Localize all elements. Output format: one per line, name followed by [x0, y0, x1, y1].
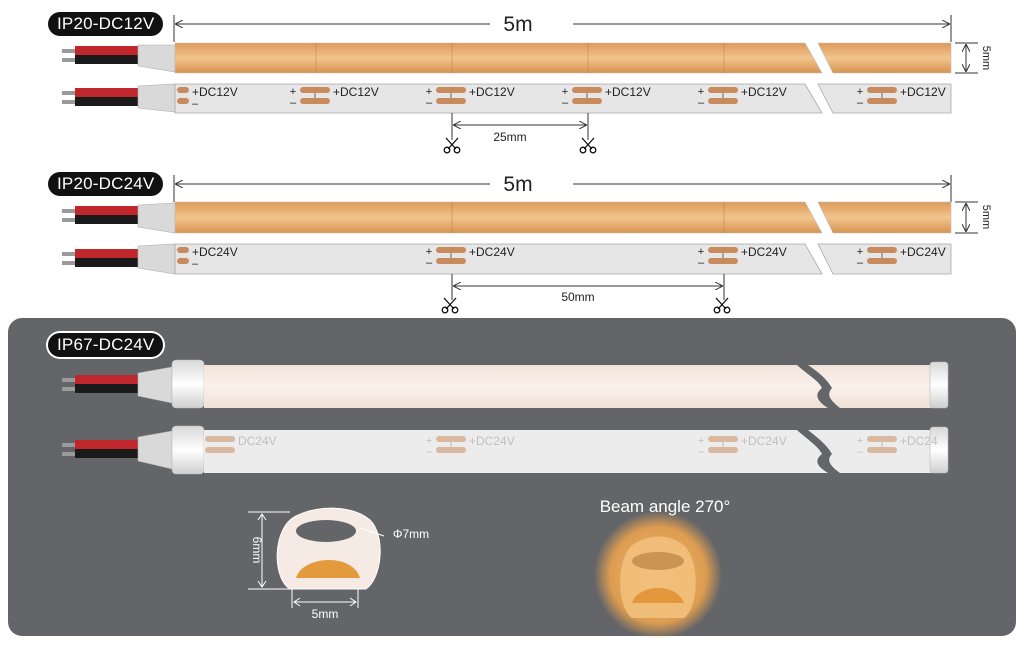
minus-sign: – — [290, 97, 297, 109]
plus-sign: + — [698, 246, 704, 258]
pad-voltage-label: +DC12V — [333, 85, 379, 99]
solder-pad: +DC12V– — [177, 85, 238, 110]
pad-voltage-label: +DC24V — [469, 245, 515, 259]
width-label: 5mm — [980, 46, 992, 70]
profile-diameter-label: Φ7mm — [393, 527, 429, 541]
plus-sign: + — [290, 86, 296, 98]
cob-led-strip-top — [174, 42, 952, 74]
width-label: 5mm — [980, 205, 992, 229]
pcb-back-strip — [174, 243, 952, 275]
model-badge-ip20-dc24v: IP20-DC24V — [48, 172, 164, 196]
pad-voltage-label: +DC12V — [900, 85, 946, 99]
end-cap — [171, 425, 205, 475]
profile-cross-section: 6mm Φ7mm 5mm — [248, 507, 429, 621]
width-dimension: 5mm — [955, 201, 992, 234]
solder-pads: +DC24V–+–+DC24V+–+DC24V+–+DC24V — [177, 245, 946, 270]
solder-pad: +– +DC24V — [426, 245, 515, 269]
end-cap — [171, 359, 205, 409]
wire-lead — [62, 44, 176, 73]
wire-lead — [62, 243, 176, 275]
minus-sign: – — [857, 257, 864, 269]
width-dimension: 5mm — [955, 42, 992, 74]
plus-sign: + — [857, 86, 863, 98]
section-ip20-dc12v: 5m 5mm — [62, 13, 992, 154]
solder-pad: +– +DC12V — [698, 85, 787, 109]
minus-sign: – — [698, 446, 705, 458]
pad-voltage-label: DC24V — [238, 434, 277, 448]
length-label: 5m — [503, 13, 532, 36]
solder-pad: +– +DC12V — [426, 85, 515, 109]
length-dimension: 5m — [173, 173, 952, 202]
pad-voltage-label: +DC24V — [741, 245, 787, 259]
plus-sign: + — [562, 86, 568, 98]
end-cap — [929, 426, 949, 474]
end-cap — [929, 361, 949, 409]
pad-voltage-label: +DC12V — [192, 85, 238, 99]
minus-sign: – — [698, 97, 705, 109]
cut-spacing-dimension: 25mm — [451, 113, 589, 144]
silicone-strip-top — [171, 359, 949, 409]
minus-sign: – — [192, 98, 199, 110]
wire-lead — [62, 430, 173, 470]
profile-height-label: 6mm — [250, 537, 264, 564]
pad-voltage-label: +DC24V — [192, 245, 238, 259]
solder-pad: +– +DC24 — [857, 434, 938, 458]
solder-pad: +– +DC24V — [698, 245, 787, 269]
pad-voltage-label: +DC12V — [469, 85, 515, 99]
cut-spacing-label: 25mm — [493, 130, 526, 144]
cut-spacing-dimension: 50mm — [451, 274, 725, 304]
cut-spacing-label: 50mm — [561, 290, 594, 304]
plus-sign: + — [426, 86, 432, 98]
minus-sign: – — [857, 446, 864, 458]
beam-angle-label: Beam angle 270° — [600, 497, 731, 516]
solder-pad: +DC24V– — [177, 245, 238, 270]
plus-sign: + — [857, 435, 863, 447]
minus-sign: – — [698, 257, 705, 269]
minus-sign: – — [426, 446, 433, 458]
model-badge-ip67-dc24v: IP67-DC24V — [48, 333, 164, 357]
solder-pad: +– +DC12V — [290, 85, 379, 109]
solder-pad: +– +DC24V — [698, 434, 787, 458]
length-dimension: 5m — [173, 13, 952, 42]
silicone-strip-back — [171, 425, 949, 475]
section-ip20-dc24v: 5m 5mm — [62, 173, 992, 314]
plus-sign: + — [426, 246, 432, 258]
minus-sign: – — [857, 97, 864, 109]
minus-sign: – — [192, 258, 199, 270]
scissors-icon — [713, 297, 731, 314]
minus-sign: – — [426, 97, 433, 109]
pad-voltage-label: +DC24V — [900, 245, 946, 259]
beam-angle-illustration: Beam angle 270° — [594, 497, 730, 639]
solder-pad: +– +DC24V — [857, 245, 946, 269]
pad-voltage-label: +DC24 — [900, 434, 938, 448]
profile-width-label: 5mm — [312, 607, 339, 621]
pad-voltage-label: +DC12V — [741, 85, 787, 99]
minus-sign: – — [562, 97, 569, 109]
scissors-icon — [441, 297, 459, 314]
scissors-icon — [579, 137, 597, 154]
wire-lead — [62, 202, 176, 234]
solder-pad: +– +DC12V — [562, 85, 651, 109]
plus-sign: + — [426, 435, 432, 447]
scissors-icon — [443, 137, 461, 154]
length-label: 5m — [503, 173, 532, 196]
minus-sign: – — [426, 257, 433, 269]
pad-voltage-label: +DC12V — [605, 85, 651, 99]
pad-voltage-label: +DC24V — [741, 434, 787, 448]
model-badge-ip20-dc12v: IP20-DC12V — [48, 12, 164, 36]
wire-lead — [62, 83, 176, 113]
solder-pads: +DC12V–+–+DC12V+–+DC12V+–+DC12V+–+DC12V+… — [177, 85, 946, 110]
plus-sign: + — [698, 86, 704, 98]
solder-pad: +– +DC12V — [857, 85, 946, 109]
solder-pad: DC24V — [205, 434, 277, 453]
pad-voltage-label: +DC24V — [469, 434, 515, 448]
cob-led-strip-top — [174, 201, 952, 234]
plus-sign: + — [698, 435, 704, 447]
solder-pad: +– +DC24V — [426, 434, 515, 458]
plus-sign: + — [857, 246, 863, 258]
section-ip67-dc24v: DC24V+–+DC24V+–+DC24V+–+DC24 6mm Φ7mm 5m… — [8, 318, 1016, 639]
solder-pads: DC24V+–+DC24V+–+DC24V+–+DC24 — [205, 434, 938, 458]
